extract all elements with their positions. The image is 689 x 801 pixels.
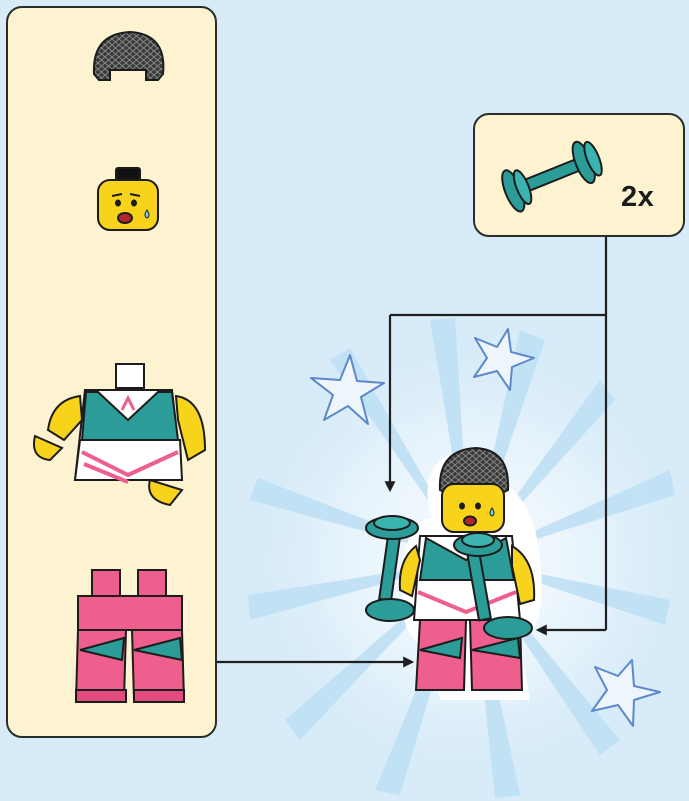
hair-piece-icon [92,30,165,81]
star-icon [473,328,535,391]
accessory-pointer-lines [217,237,608,668]
star-icon [310,354,385,425]
quantity-label: 2x [621,181,655,213]
sparkle-stars [310,328,661,727]
dumbbell-icon [501,140,603,213]
torso-with-arms-icon [33,363,207,507]
minifigure-head-icon [97,167,159,231]
assembled-minifigure-icon [365,446,542,700]
star-icon [591,659,661,727]
legs-icon [74,569,186,703]
